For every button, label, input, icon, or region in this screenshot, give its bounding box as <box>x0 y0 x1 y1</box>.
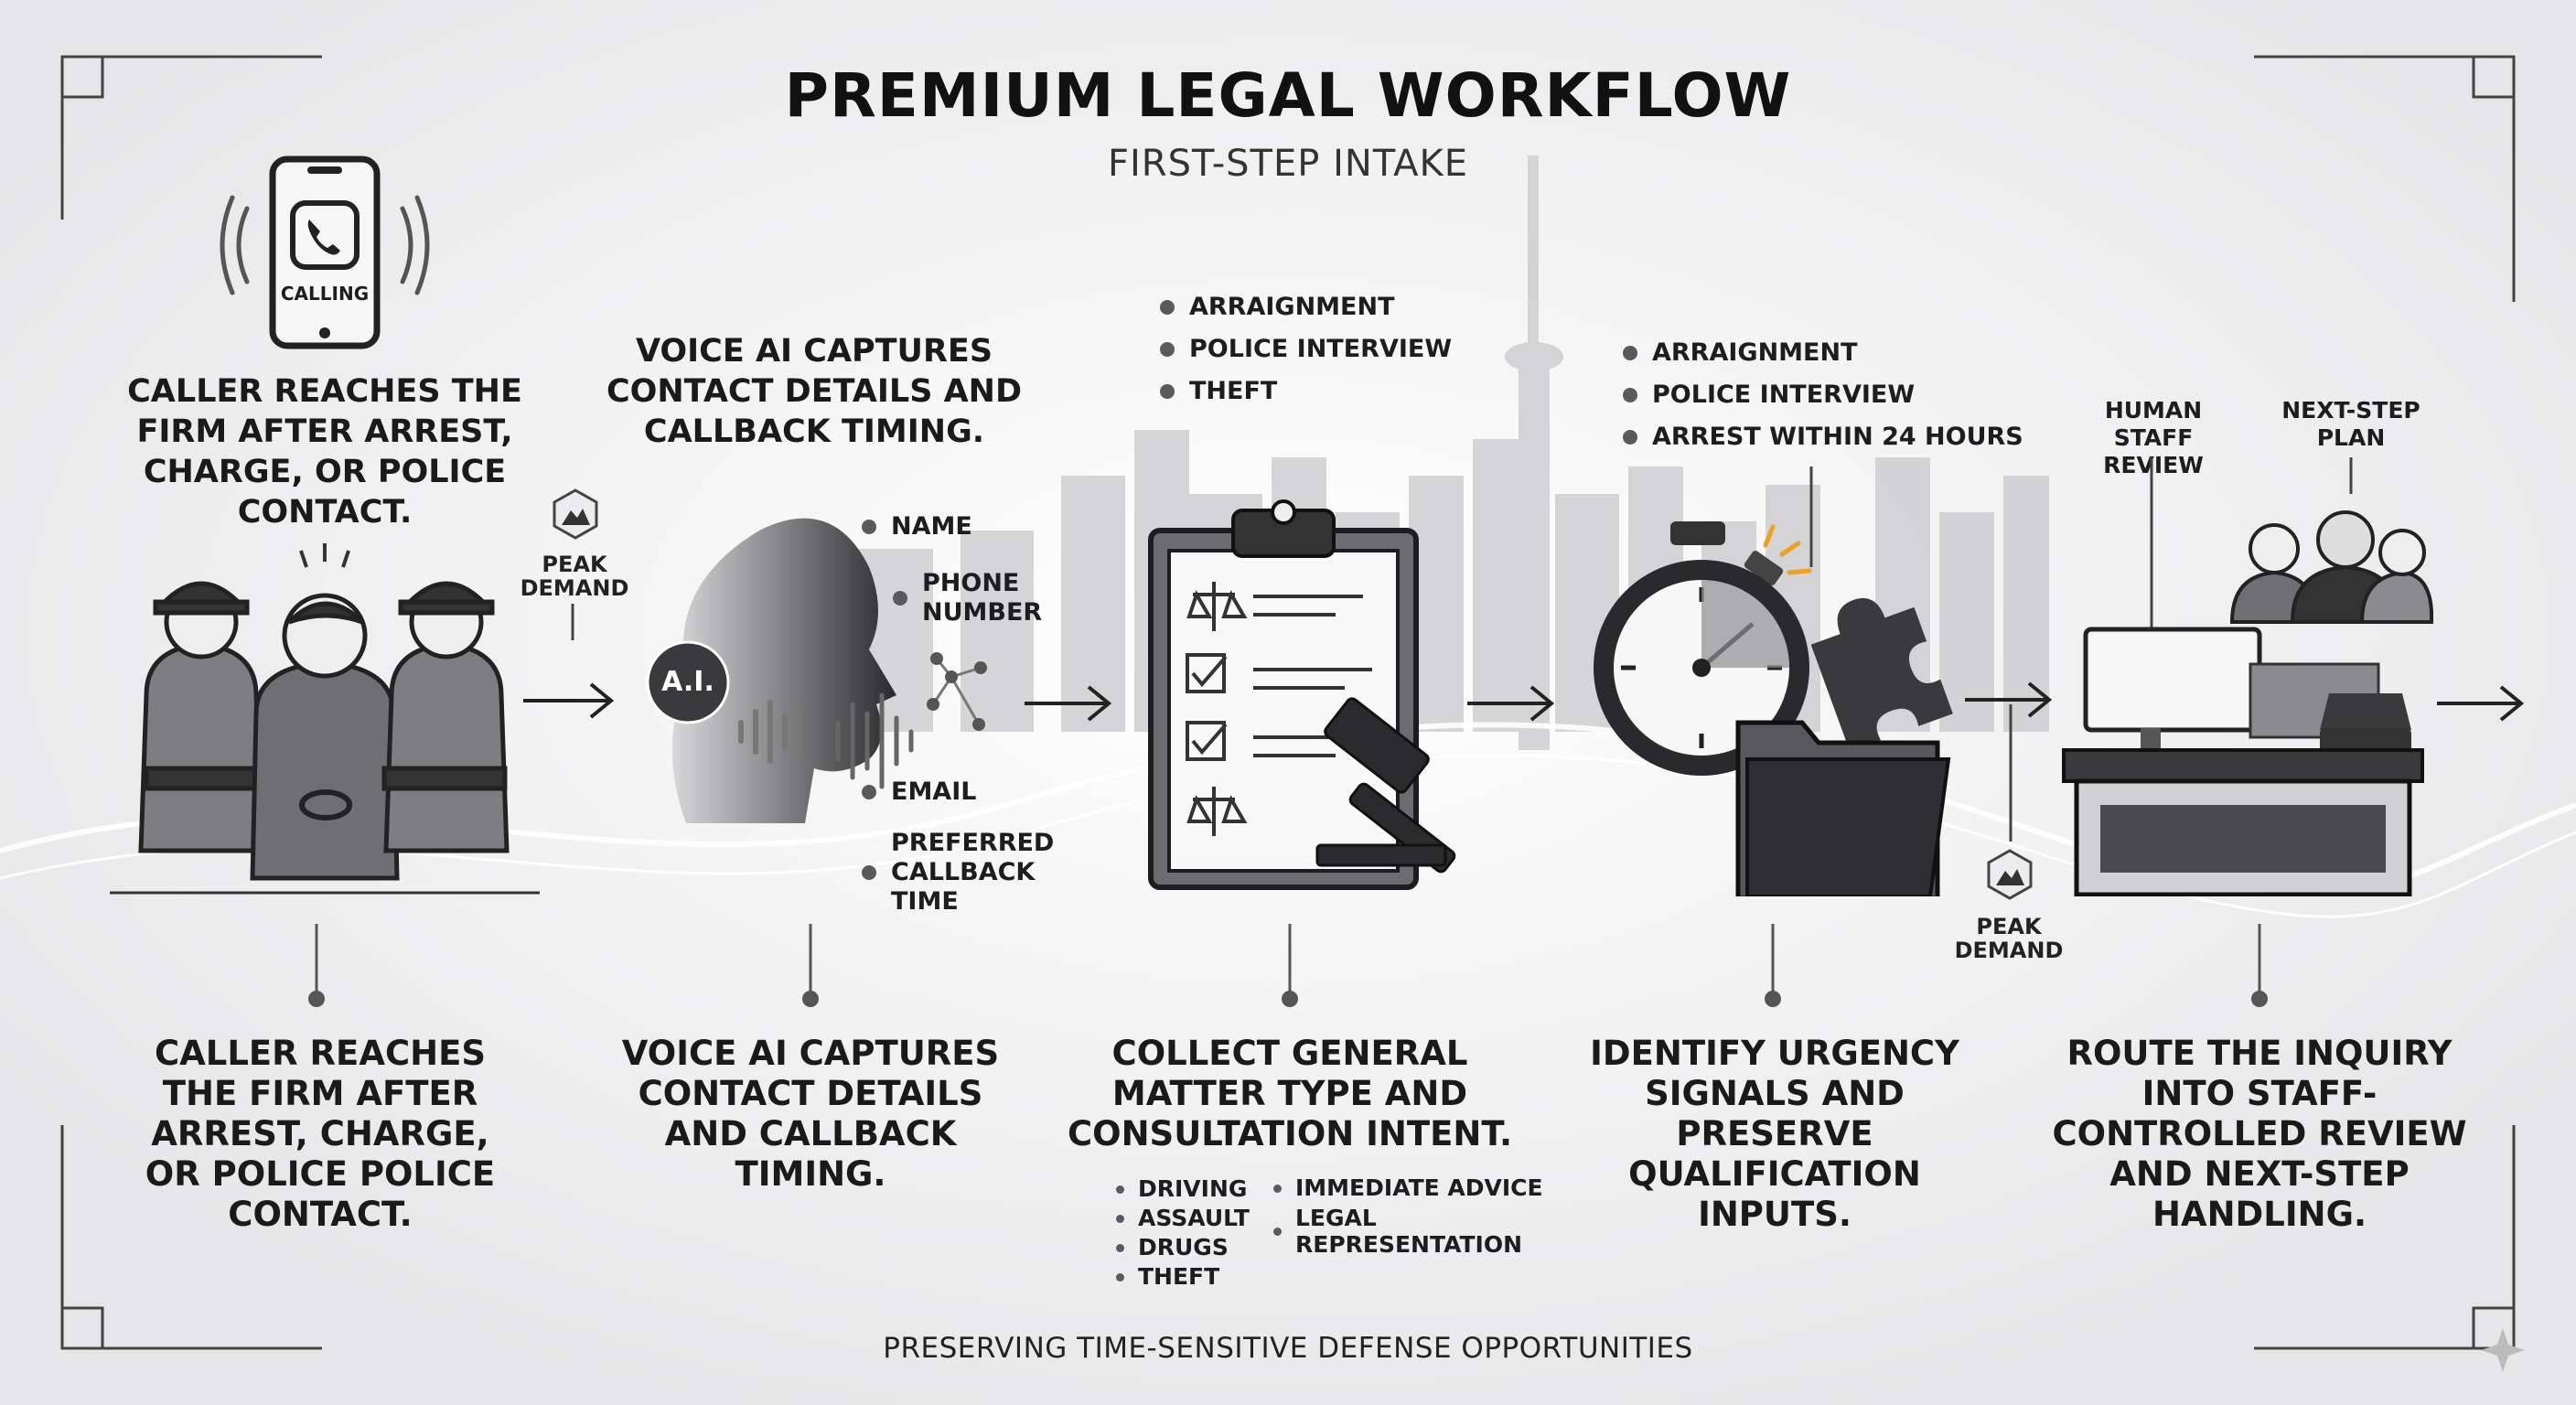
corner-frames <box>60 55 2516 1350</box>
next-step-plan-label: NEXT-STEP PLAN <box>2281 397 2420 451</box>
human-staff-review-label: HUMAN STAFF REVIEW <box>2103 397 2204 478</box>
intent-immediate-advice: IMMEDIATE ADVICE <box>1272 1174 1546 1201</box>
alert-rays <box>1763 524 1812 575</box>
clipboard-gavel-illustration <box>1148 499 1456 890</box>
sparkle-icon <box>2481 1328 2525 1372</box>
step4-bottom-caption: IDENTIFY URGENCY SIGNALS AND PRESERVE QU… <box>1590 1034 1959 1234</box>
contact-field-list-a: NAME <box>860 512 1098 542</box>
peak-demand-label-1: PEAK DEMAND <box>520 552 629 601</box>
matter-type-assault: ASSAULT <box>1114 1204 1270 1233</box>
arrest-scene-illustration <box>110 543 540 895</box>
flow-arrow-3 <box>1467 685 1555 722</box>
step2-top-caption: VOICE AI CAPTURES CONTACT DETAILS AND CA… <box>606 333 1023 450</box>
consultation-intent-list: IMMEDIATE ADVICE LEGAL REPRESENTATION <box>1272 1174 1546 1258</box>
calling-label: CALLING <box>280 283 370 305</box>
caption-connectors <box>308 924 2268 1007</box>
step1-bottom-caption: CALLER REACHES THE FIRM AFTER ARREST, CH… <box>145 1034 496 1234</box>
flow-arrow-4 <box>1965 681 2053 842</box>
step1-top-caption: CALLER REACHES THE FIRM AFTER ARREST, CH… <box>127 373 522 531</box>
stopwatch-folder-illustration <box>1594 467 1953 896</box>
step4-list-item-3: ARREST WITHIN 24 HOURS <box>1621 423 2042 452</box>
field-name: NAME <box>860 512 1098 542</box>
step3-list-item-2: POLICE INTERVIEW <box>1158 335 1487 364</box>
contact-field-list-d: PREFERRED CALLBACK TIME <box>860 829 1098 917</box>
intent-legal-representation: LEGAL REPRESENTATION <box>1272 1205 1546 1258</box>
step3-top-list: ARRAIGNMENT POLICE INTERVIEW THEFT <box>1158 293 1487 406</box>
step3-list-item-3: THEFT <box>1158 377 1487 406</box>
page-subtitle: FIRST-STEP INTAKE <box>1107 143 1469 185</box>
step3-list-item-1: ARRAIGNMENT <box>1158 293 1487 322</box>
page-title: PREMIUM LEGAL WORKFLOW <box>784 60 1792 131</box>
step2-bottom-caption: VOICE AI CAPTURES CONTACT DETAILS AND CA… <box>621 1034 1000 1194</box>
step5-bottom-caption: ROUTE THE INQUIRY INTO STAFF-CONTROLLED … <box>2052 1034 2467 1234</box>
phone-icon <box>220 156 430 349</box>
footer-tagline: PRESERVING TIME-SENSITIVE DEFENSE OPPORT… <box>883 1332 1693 1365</box>
matter-type-driving: DRIVING <box>1114 1174 1270 1204</box>
voice-wave-icon <box>835 692 914 789</box>
field-phone-number: PHONE NUMBER <box>891 569 1092 627</box>
matter-type-drugs: DRUGS <box>1114 1233 1270 1262</box>
step3-bottom-caption: COLLECT GENERAL MATTER TYPE AND CONSULTA… <box>1067 1034 1513 1153</box>
staff-desk-illustration <box>2062 457 2433 896</box>
ai-badge-label: A.I. <box>661 666 714 698</box>
flow-arrow-5 <box>2437 685 2525 722</box>
field-preferred-callback-time: PREFERRED CALLBACK TIME <box>860 829 1098 917</box>
flow-arrow-2 <box>1025 685 1112 722</box>
field-email: EMAIL <box>860 778 1061 807</box>
peak-demand-label-2: PEAK DEMAND <box>1954 914 2064 963</box>
contact-field-list-c: EMAIL <box>860 778 1061 807</box>
step4-top-list: ARRAIGNMENT POLICE INTERVIEW ARREST WITH… <box>1621 338 2042 452</box>
step4-list-item-1: ARRAIGNMENT <box>1621 338 2042 368</box>
flow-arrow-1 <box>523 604 615 719</box>
matter-type-list: DRIVING ASSAULT DRUGS THEFT <box>1114 1174 1270 1292</box>
step4-list-item-2: POLICE INTERVIEW <box>1621 381 2042 410</box>
peak-demand-icon <box>1987 849 2033 900</box>
peak-demand-icon <box>553 488 598 540</box>
node-network-icon <box>927 652 987 731</box>
ai-head-illustration <box>646 518 896 823</box>
matter-type-theft: THEFT <box>1114 1262 1270 1292</box>
contact-field-list-b: PHONE NUMBER <box>891 569 1092 627</box>
